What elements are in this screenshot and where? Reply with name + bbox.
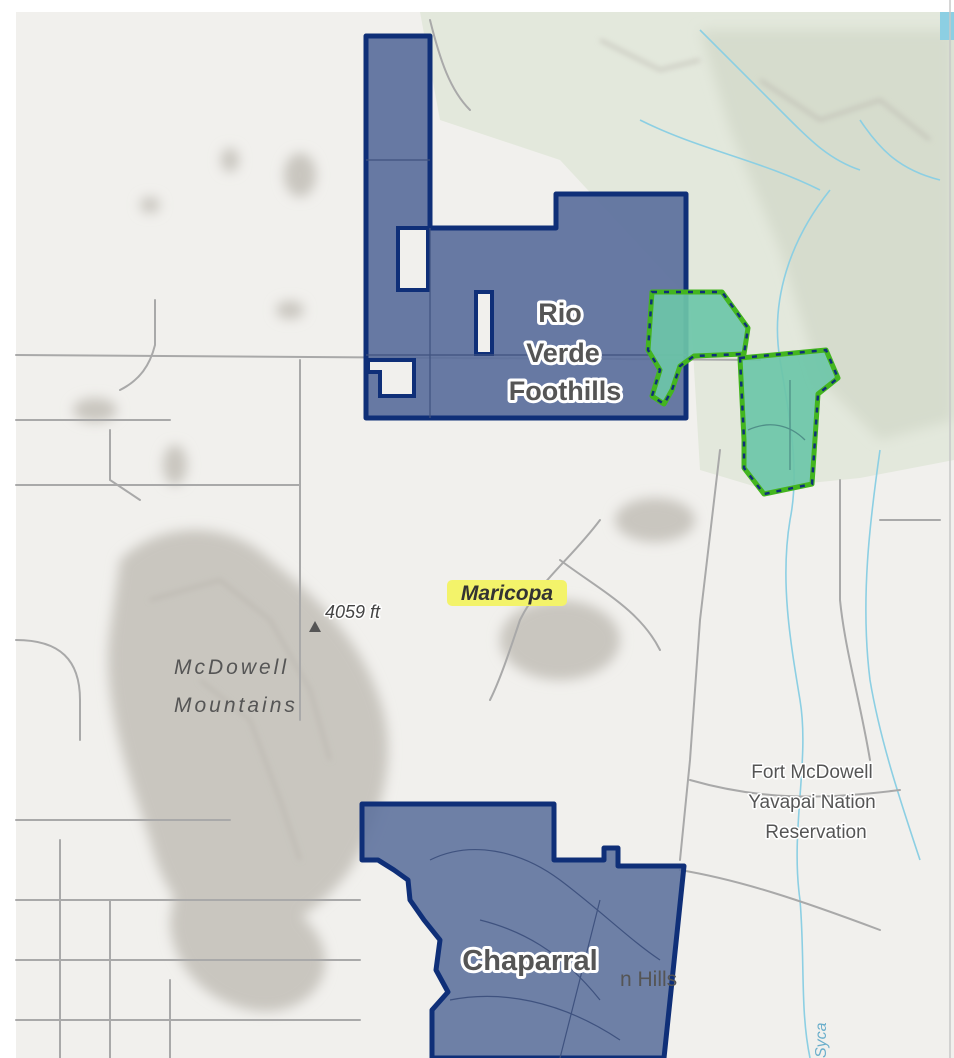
peak-triangle-icon <box>309 621 321 632</box>
district-hole <box>396 226 430 292</box>
relief-ridges <box>149 39 931 861</box>
district-notch <box>366 358 416 398</box>
label-peak: 4059 ft <box>309 601 383 632</box>
chaparral-label: Chaparral <box>462 945 597 977</box>
chaparral-district[interactable] <box>359 801 687 1058</box>
rio-verde-label-line2: Verde <box>526 338 600 368</box>
highlight-inner-roads <box>747 380 806 470</box>
rio-verde-foothills-district[interactable] <box>363 33 689 421</box>
fort-label-line3: Reservation <box>765 822 866 843</box>
district-hole <box>474 290 494 356</box>
maricopa-county-label: Maricopa <box>461 582 554 605</box>
highlighted-area-north-dash <box>646 290 750 406</box>
rio-verde-label-line3: Foothills <box>509 376 621 406</box>
water-body <box>940 12 954 40</box>
label-fort-mcdowell: Fort McDowell Yavapai Nation Reservation <box>747 761 877 845</box>
peak-elevation-label: 4059 ft <box>325 602 381 622</box>
label-maricopa: Maricopa <box>447 580 567 606</box>
maricopa-label-highlight <box>447 580 567 606</box>
highlighted-area-south-dash <box>738 348 840 496</box>
streams <box>639 29 941 1058</box>
top-margin-strip <box>0 0 954 12</box>
fort-label-line2: Yavapai Nation <box>748 792 875 813</box>
mcdowell-label-line2: Mountains <box>174 694 298 717</box>
mcdowell-label-line1: McDowell <box>174 656 289 679</box>
left-margin-strip <box>0 0 16 1058</box>
label-rio-verde-foothills: Rio Verde Foothills <box>506 295 624 409</box>
road-network <box>15 19 941 1058</box>
chaparral-inner-roads <box>429 849 661 1058</box>
district-parcel-lines <box>366 159 686 418</box>
fountain-hills-partial-label: n Hills <box>620 968 677 991</box>
sycamore-creek-partial-label: Syca <box>813 1022 830 1058</box>
terrain-ridge-shading <box>700 30 954 440</box>
fort-label-line1: Fort McDowell <box>751 762 872 783</box>
rio-verde-label-line1: Rio <box>538 298 582 328</box>
label-mcdowell-mountains: McDowell Mountains <box>174 656 298 717</box>
